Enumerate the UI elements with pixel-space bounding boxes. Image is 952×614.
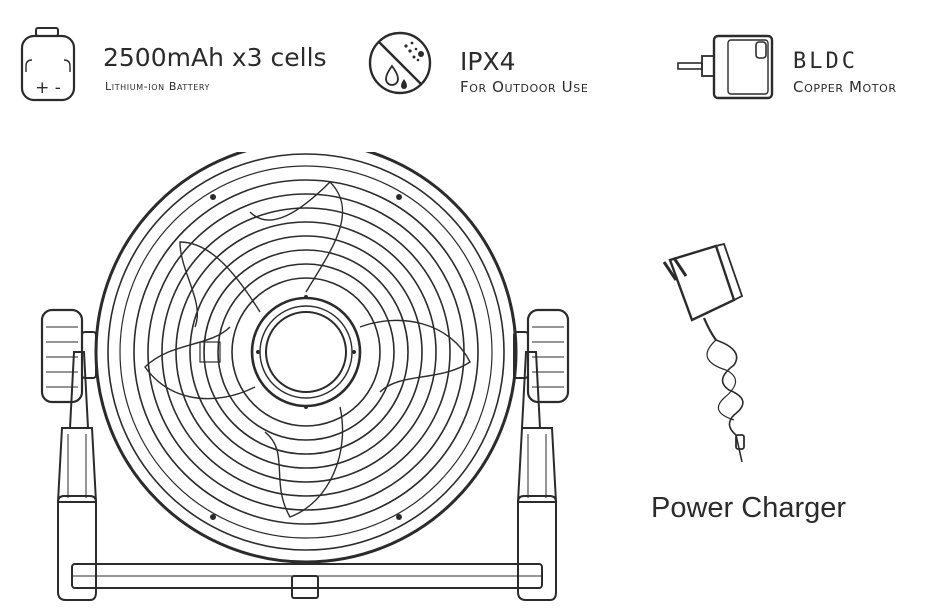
waterproof-subtitle: For Outdoor Use	[460, 78, 589, 96]
motor-icon	[677, 34, 774, 100]
motor-title: BLDC	[793, 49, 858, 74]
feature-waterproof: IPX4 For Outdoor Use	[366, 26, 666, 106]
feature-motor: BLDC Copper Motor	[676, 26, 952, 106]
battery-title: 2500mAh x3 cells	[103, 43, 327, 72]
no-water-icon	[368, 31, 432, 95]
battery-icon: + -	[20, 27, 76, 102]
charger-label: Power Charger	[651, 492, 847, 524]
left-knob	[40, 308, 84, 404]
right-knob	[526, 308, 570, 404]
motor-subtitle: Copper Motor	[793, 78, 897, 96]
waterproof-title: IPX4	[460, 47, 516, 76]
fan-illustration	[40, 152, 570, 601]
fan-housing	[94, 152, 518, 564]
feature-battery: + - 2500mAh x3 cells Lithium-ion Battery	[18, 26, 338, 106]
fan-blades	[144, 181, 471, 518]
battery-polarity: + -	[35, 78, 61, 98]
fan-hub	[250, 296, 362, 408]
fan-base-clip	[291, 575, 319, 599]
power-adapter-icon	[662, 242, 745, 463]
battery-subtitle: Lithium-ion Battery	[105, 80, 211, 93]
